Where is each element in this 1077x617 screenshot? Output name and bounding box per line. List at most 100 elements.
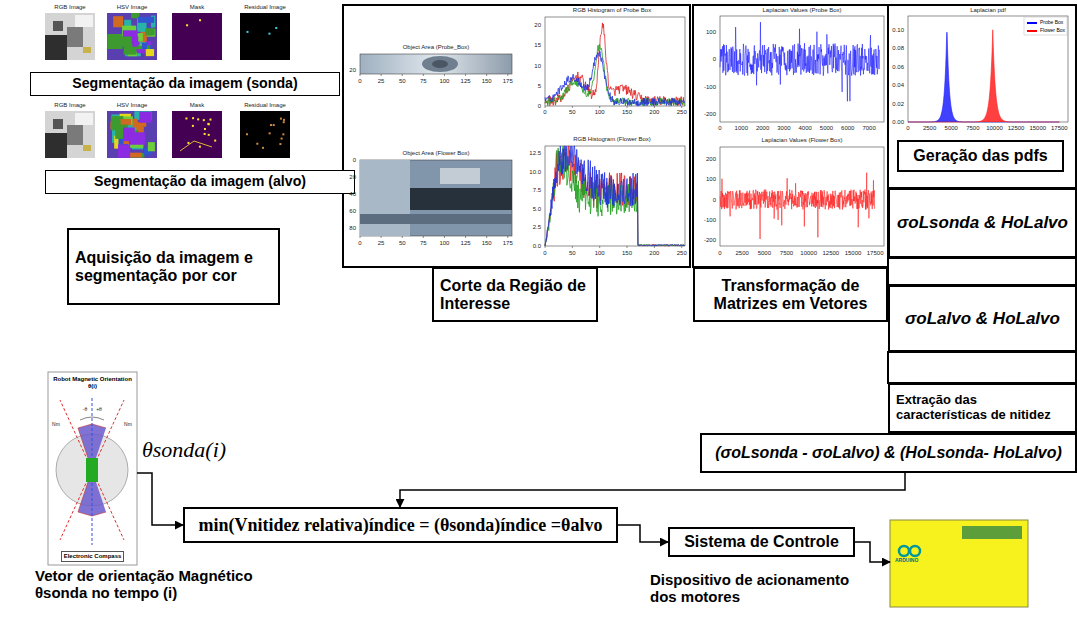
tick-label: 100 (595, 109, 605, 116)
mask-thumbnail (192, 117, 194, 119)
compass-mark: -θ (83, 407, 87, 413)
pdf-plot (908, 32, 1059, 122)
compass-figure (48, 372, 137, 565)
tick-label: 5000 (945, 125, 958, 132)
compass-figure (86, 458, 98, 482)
tick-label: 0 (358, 78, 361, 85)
histogram-plot (572, 106, 573, 108)
legend-text: Flower Box (1040, 28, 1065, 33)
tick-label: 200 (649, 109, 659, 116)
tick-label: 150 (482, 240, 492, 247)
tick-label: 1000 (735, 125, 748, 132)
hsv-thumbnail (129, 132, 145, 144)
legend-entry: Flower Box (1027, 27, 1065, 34)
tick-label: 15 (534, 42, 541, 49)
legend-frame (1024, 17, 1067, 35)
tick-label: 7000 (862, 125, 875, 132)
tick-label: 0.04 (892, 82, 904, 89)
residual-thumbnail (246, 31, 248, 33)
flower-crop-image (402, 236, 403, 238)
hsv-thumbnail (107, 111, 157, 158)
tick-label: -100 (704, 83, 716, 90)
histogram-plot (545, 23, 684, 106)
histogram-plot (545, 146, 684, 246)
signal-label: θsonda(i) (142, 438, 226, 462)
tick-label: 50 (399, 240, 406, 247)
feature-box: σoLalvo & HoLalvo (888, 285, 1077, 352)
probe-crop-image (360, 54, 512, 74)
process-box: Transformação de Matrizes em Vetores (693, 267, 888, 322)
tick-label: 40 (349, 190, 356, 197)
hsv-thumbnail (142, 43, 147, 49)
image-title: Residual Image (244, 102, 286, 109)
residual-thumbnail (246, 133, 248, 135)
tick-label: 0.08 (892, 45, 904, 52)
flower-crop-image (381, 74, 382, 76)
tick-label: 200 (649, 250, 659, 257)
mask-thumbnail (207, 123, 209, 125)
tick-label: 50 (569, 109, 576, 116)
rgb-thumbnail (75, 15, 93, 27)
tick-label: 75 (420, 78, 427, 85)
box-text: Robot Magnetic Orientation θ(i) (50, 376, 135, 390)
histogram-plot (627, 246, 628, 248)
compass-mark: +θ (96, 407, 102, 413)
tick-label: 2000 (756, 125, 769, 132)
plot-title: Object Area (Flower Box) (402, 150, 469, 157)
tick-label: 2500 (735, 250, 748, 257)
tick-label: 15000 (1029, 125, 1046, 132)
tick-label: 100 (706, 176, 716, 183)
arduino-board (899, 546, 909, 556)
mask-thumbnail (185, 117, 187, 119)
tick-label: 0 (906, 125, 909, 132)
box-text: σoLsonda & HoLalvo (897, 213, 1068, 232)
flower-crop-image (486, 236, 487, 238)
tick-label: 17500 (1051, 125, 1068, 132)
tick-label: 20 (349, 67, 356, 74)
flower-crop-image (360, 74, 361, 76)
arduino-box: ARDUINO (890, 520, 1028, 607)
arduino-board (890, 520, 1028, 607)
image-title: Residual Image (244, 4, 286, 11)
tick-label: 0 (543, 250, 546, 257)
histogram-plot (681, 106, 682, 108)
tick-label: -200 (704, 237, 716, 244)
box-text: Transformação de Matrizes em Vetores (701, 277, 880, 313)
tick-label: 20 (349, 174, 356, 181)
histogram-plot (545, 51, 684, 106)
tick-label: 10.0 (529, 169, 541, 176)
tick-label: 50 (569, 250, 576, 257)
tick-label: 150 (622, 109, 632, 116)
histogram-plot (545, 146, 684, 246)
probe-crop-image (432, 60, 448, 68)
tick-label: 200 (706, 156, 716, 163)
flower-crop-image (381, 236, 382, 238)
compass-mark: Nm (124, 422, 132, 428)
tick-label: 10 (534, 62, 541, 69)
difference-box: (σoLsonda - σoLalvo) & (HoLsonda- HoLalv… (700, 433, 1077, 473)
tick-label: 0 (353, 157, 356, 164)
tick-label: 75 (420, 240, 427, 247)
hsv-thumbnail (107, 34, 122, 49)
tick-label: 2500 (923, 125, 936, 132)
process-box: Geração das pdfs (897, 140, 1064, 172)
image-title: Mask (190, 102, 204, 109)
tick-label: 10000 (800, 250, 817, 257)
box-text: ARDUINO (895, 558, 918, 564)
hsv-thumbnail (113, 16, 123, 27)
residual-thumbnail (270, 124, 272, 126)
laplacian-plot (720, 173, 875, 239)
histogram-plot (599, 246, 600, 248)
plot-title: Laplacian pdf (970, 7, 1006, 14)
tick-label: 0 (713, 56, 716, 63)
tick-label: 150 (482, 78, 492, 85)
residual-thumbnail (283, 121, 285, 123)
rgb-thumbnail (45, 111, 95, 158)
histogram-plot (599, 106, 600, 108)
hsv-thumbnail (145, 28, 154, 35)
image-title: HSV Image (117, 102, 148, 109)
hsv-thumbnail (148, 142, 155, 151)
residual-thumbnail (282, 133, 284, 135)
tick-label: 10000 (986, 125, 1003, 132)
flower-crop-image (360, 160, 512, 236)
